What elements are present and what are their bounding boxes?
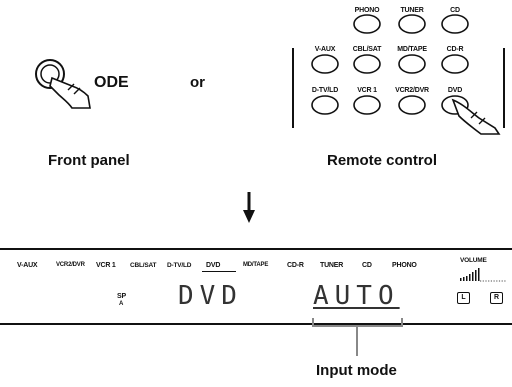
remote-dtvld-button	[311, 95, 339, 115]
display-input-cdr: CD-R	[287, 262, 304, 269]
remote-label-cblsat: CBL/SAT	[352, 46, 382, 53]
display-main-text: DVD	[178, 281, 243, 311]
remote-mdtape-button	[398, 54, 426, 74]
mode-button-illustration	[35, 59, 91, 109]
remote-right-bracket	[503, 48, 505, 128]
remote-left-bracket	[292, 48, 294, 128]
remote-cdr-button	[441, 54, 469, 74]
speaker-sub-label: A	[119, 301, 124, 307]
pointing-finger-icon	[451, 98, 501, 135]
display-input-cd: CD	[362, 262, 372, 269]
remote-vaux-button	[311, 54, 339, 74]
display-input-dvd: DVD	[206, 262, 221, 269]
remote-cd-button	[441, 14, 469, 34]
remote-cblsat-button	[353, 54, 381, 74]
remote-label-mdtape: MD/TAPE	[397, 46, 427, 53]
input-mode-caption: Input mode	[316, 362, 397, 379]
display-input-phono: PHONO	[392, 262, 417, 269]
remote-label-dtvld: D-TV/LD	[311, 87, 339, 94]
remote-label-dvd: DVD	[447, 87, 463, 94]
left-channel-indicator: L	[457, 292, 470, 304]
finger-icon	[49, 76, 91, 109]
display-mode-text: AUTO	[313, 281, 400, 311]
display-volume-label: VOLUME	[460, 257, 487, 264]
remote-label-vcr2dvr: VCR2/DVR	[395, 87, 429, 94]
remote-label-vaux: V-AUX	[314, 46, 336, 53]
display-dvd-underline	[202, 271, 236, 272]
mode-label: ODE	[94, 74, 129, 91]
remote-phono-button	[353, 14, 381, 34]
front-panel-caption: Front panel	[48, 152, 130, 169]
display-input-cblsat: CBL/SAT	[130, 262, 157, 269]
display-input-dtvld: D-TV/LD	[167, 262, 192, 269]
remote-button-grid	[311, 14, 501, 135]
input-mode-callout-bracket	[312, 318, 403, 356]
remote-tuner-button	[398, 14, 426, 34]
down-arrow-icon	[243, 192, 255, 223]
remote-control-caption: Remote control	[327, 152, 438, 169]
display-input-vcr1: VCR 1	[96, 262, 116, 269]
display-input-vcr2dvr: VCR2/DVR	[56, 262, 85, 268]
display-bottom-border	[0, 323, 512, 325]
display-input-tuner: TUNER	[320, 262, 344, 269]
volume-meter-icon	[460, 268, 506, 282]
remote-vcr2dvr-button	[398, 95, 426, 115]
left-channel-label: L	[461, 294, 466, 301]
display-top-border	[0, 248, 512, 250]
remote-label-cdr: CD-R	[446, 46, 464, 53]
right-channel-label: R	[493, 294, 500, 301]
remote-label-phono: PHONO	[354, 7, 380, 14]
speaker-label: SP	[117, 293, 126, 300]
display-input-vaux: V-AUX	[17, 262, 38, 269]
display-input-mdtape: MD/TAPE	[243, 262, 269, 268]
remote-vcr1-button	[353, 95, 381, 115]
remote-label-vcr1: VCR 1	[357, 87, 377, 94]
right-channel-indicator: R	[490, 292, 503, 304]
or-label: or	[190, 74, 205, 91]
remote-label-cd: CD	[450, 7, 460, 14]
remote-label-tuner: TUNER	[400, 7, 424, 14]
